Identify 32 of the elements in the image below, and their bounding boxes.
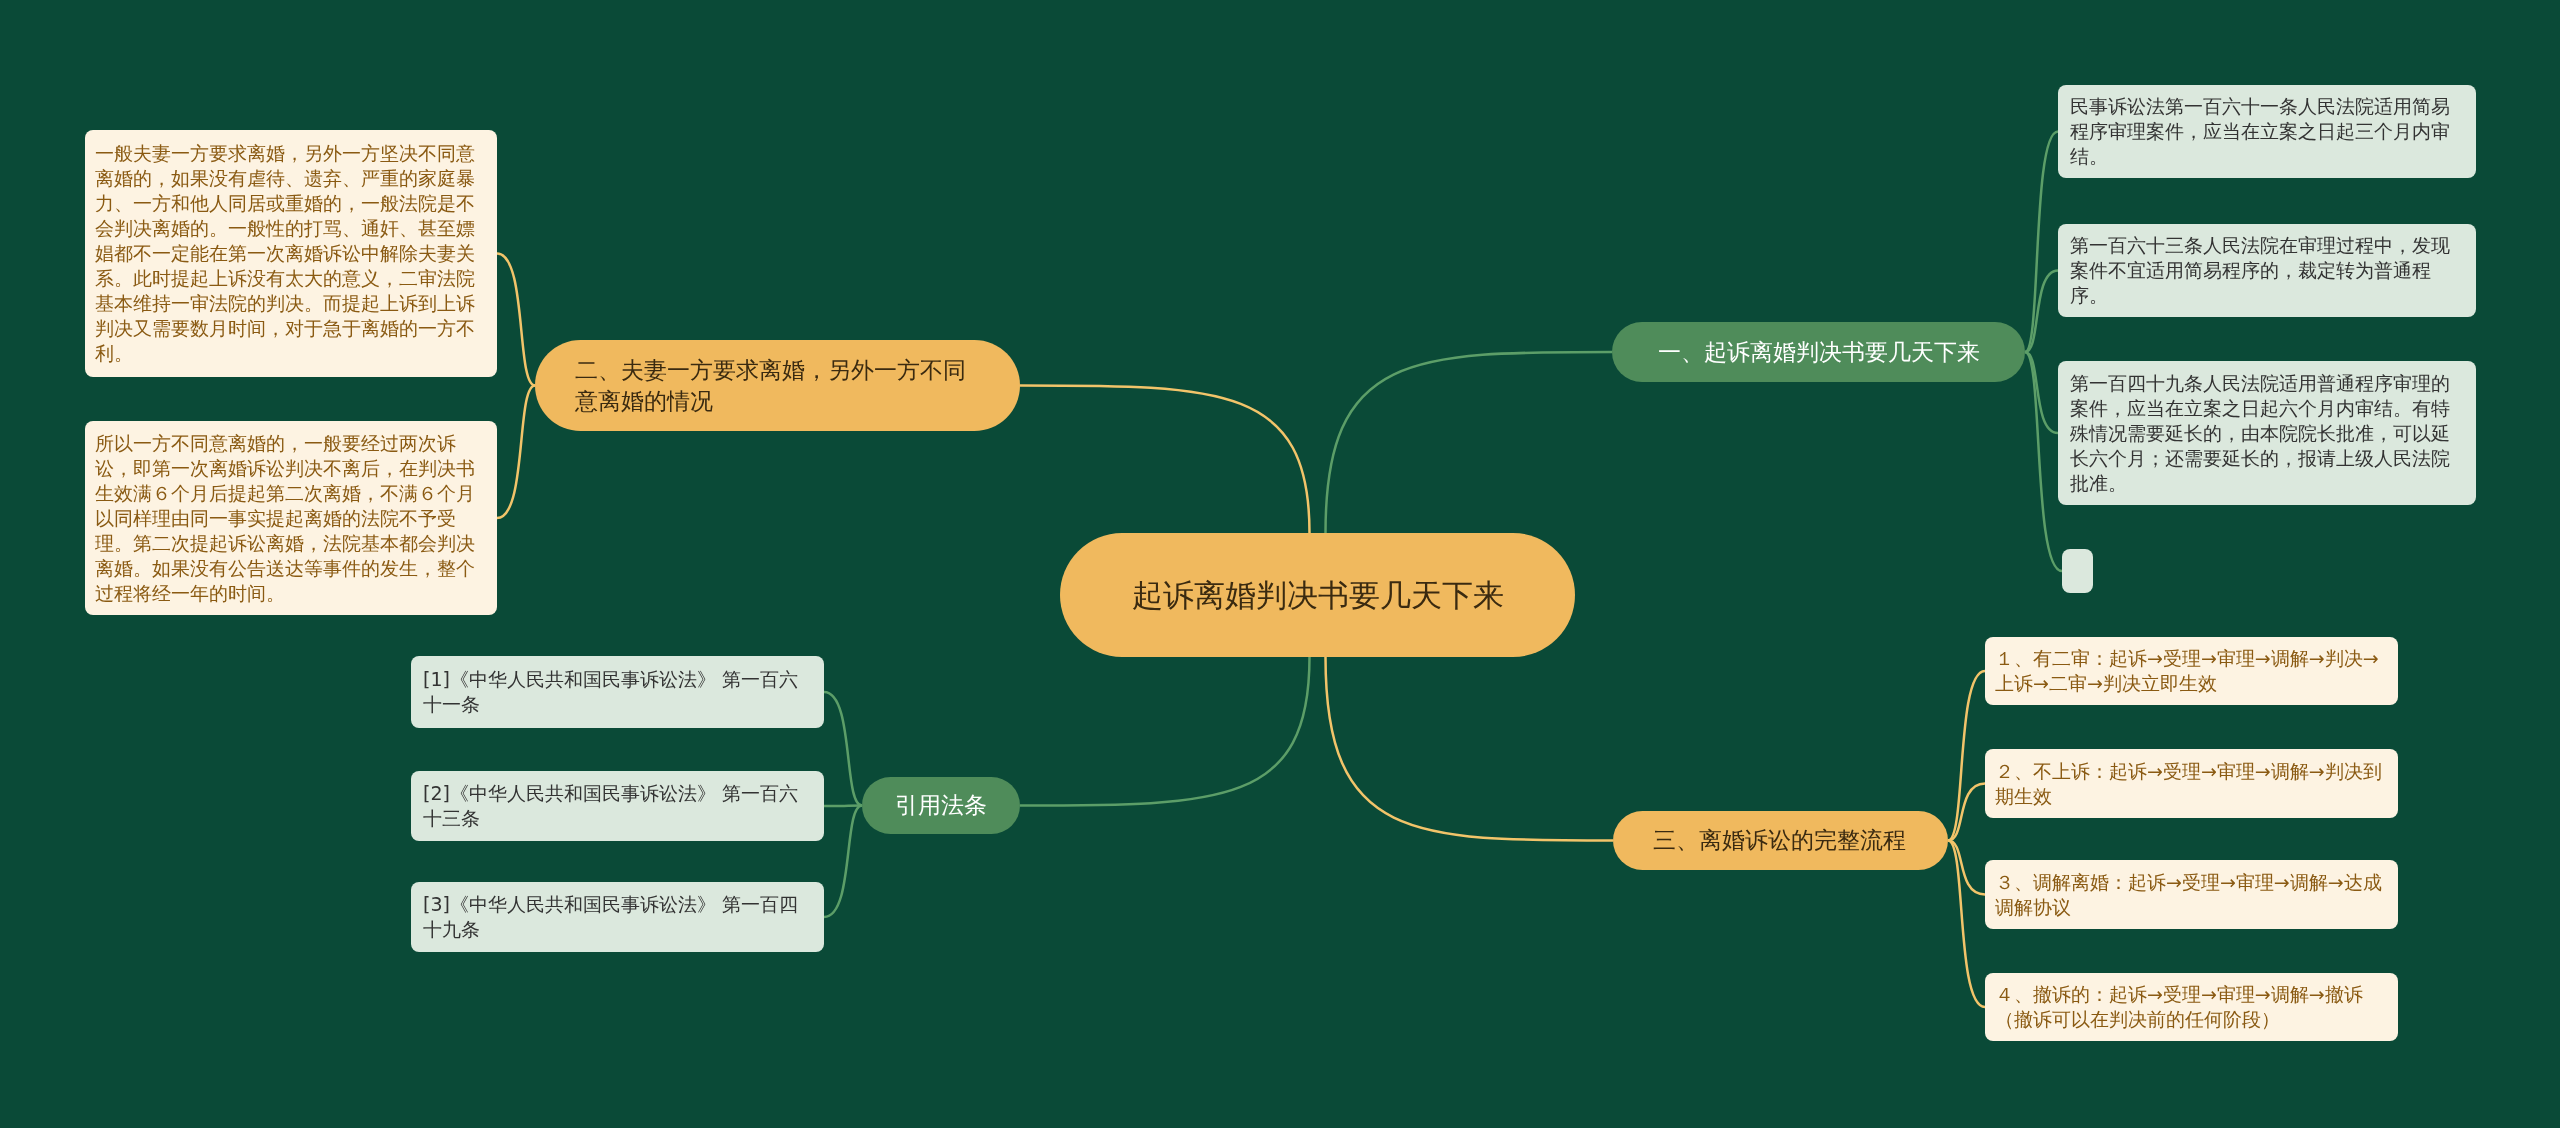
connector-line xyxy=(1324,656,1613,842)
connector-line xyxy=(824,804,862,808)
note-box: 民事诉讼法第一百六十一条人民法院适用简易程序审理案件，应当在立案之日起三个月内审结。 xyxy=(2058,85,2476,178)
connector-line xyxy=(823,804,863,919)
connector-line xyxy=(1324,350,1612,534)
connector-line xyxy=(1947,839,1986,896)
connector-line xyxy=(496,252,536,387)
note-box: 第一百六十三条人民法院在审理过程中，发现案件不宜适用简易程序的，裁定转为普通程序。 xyxy=(2058,224,2476,317)
connector-line xyxy=(1020,656,1311,807)
note-box: 一般夫妻一方要求离婚，另外一方坚决不同意离婚的，如果没有虐待、遗弃、严重的家庭暴力、一方和他人同居或重婚的，一般法院是不会判决离婚的。一般性的打骂、通奸、甚至嫖娼都不一定能在第一次离婚诉讼中解除夫妻关系。此时提起上诉没有太大的意义，二审法院基本维持一审法院的判决。而提起上诉到上诉判决又需要数月时间，对于急于离婚的一方不利。 xyxy=(85,130,497,377)
central-topic: 起诉离婚判决书要几天下来 xyxy=(1060,533,1575,657)
note-box: 第一百四十九条人民法院适用普通程序审理的案件，应当在立案之日起六个月内审结。有特殊情况需要延长的，由本院院长批准，可以延长六个月；还需要延长的，报请上级人民法院批准。 xyxy=(2058,361,2476,505)
connector-line xyxy=(823,690,863,807)
note-box: １、有二审：起诉→受理→审理→调解→判决→上诉→二审→判决立即生效 xyxy=(1985,637,2398,705)
connector-line xyxy=(1947,669,1986,842)
connector-line xyxy=(1947,839,1986,1009)
connector-line xyxy=(1020,384,1311,534)
note-box: 所以一方不同意离婚的，一般要经过两次诉讼，即第一次离婚诉讼判决不离后，在判决书生效满６个月后提起第二次离婚，不满６个月以同样理由同一事实提起离婚的法院不予受理。第二次提起诉讼离婚，法院基本都会判决离婚。如果没有公告送达等事件的发生，整个过程将经一年的时间。 xyxy=(85,421,497,615)
empty-box xyxy=(2062,549,2093,593)
note-box: [3]《中华人民共和国民事诉讼法》 第一百四十九条 xyxy=(411,882,824,952)
connector-line xyxy=(2024,351,2063,573)
note-box: ３、调解离婚：起诉→受理→审理→调解→达成调解协议 xyxy=(1985,860,2398,929)
branch-topic: 三、离婚诉讼的完整流程 xyxy=(1613,811,1948,870)
note-box: ２、不上诉：起诉→受理→审理→调解→判决到期生效 xyxy=(1985,749,2398,818)
note-box: [2]《中华人民共和国民事诉讼法》 第一百六十三条 xyxy=(411,771,824,841)
branch-topic: 二、夫妻一方要求离婚，另外一方不同意离婚的情况 xyxy=(535,340,1020,431)
note-box: ４、撤诉的：起诉→受理→审理→调解→撤诉（撤诉可以在判决前的任何阶段） xyxy=(1985,973,2398,1041)
connector-line xyxy=(2024,130,2059,353)
connector-line xyxy=(496,384,536,520)
note-box: [1]《中华人民共和国民事诉讼法》 第一百六十一条 xyxy=(411,656,824,728)
branch-topic: 一、起诉离婚判决书要几天下来 xyxy=(1612,322,2025,382)
branch-topic: 引用法条 xyxy=(862,777,1020,834)
